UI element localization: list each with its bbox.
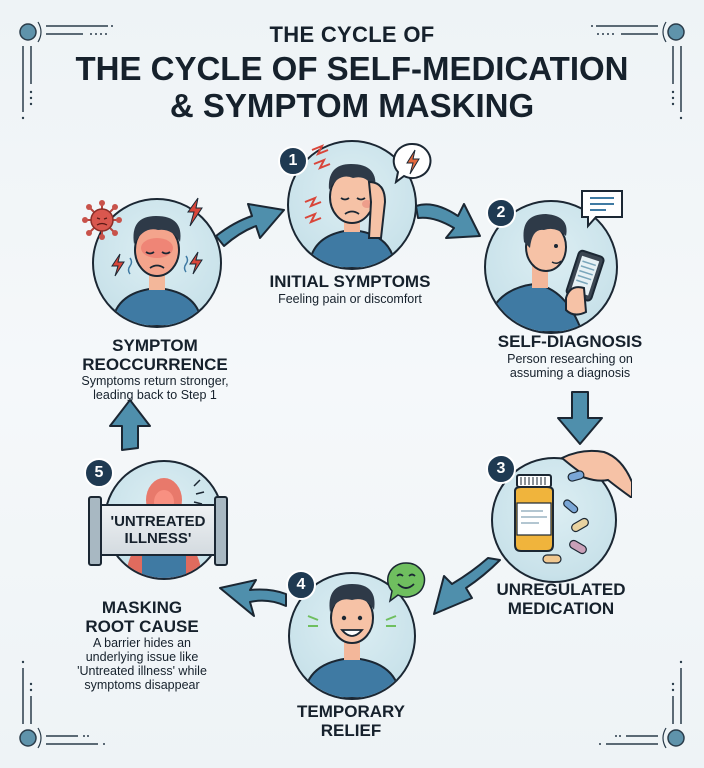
title-line-2: & SYMPTOM MASKING [169, 87, 535, 124]
step-5-title-line: MASKING [101, 598, 183, 617]
lightning-speech-bubble-icon [392, 142, 432, 184]
step-6-description-line: Symptoms return stronger, [81, 374, 229, 388]
step-5-description-line: 'Untreated illness' while [77, 664, 207, 678]
virus-icon [82, 200, 122, 240]
pain-zigzag-icon [311, 144, 331, 170]
arrow-step4-to-step5 [219, 579, 287, 617]
barrier-sign-icon: 'UNTREATED ILLNESS' [88, 496, 228, 566]
step-1-description: Feeling pain or discomfort [278, 292, 422, 306]
arrow-step6-to-step1 [215, 203, 285, 247]
title-line-1: THE CYCLE OF SELF-MEDICATION [75, 50, 629, 87]
headache-person-icon [304, 164, 397, 268]
step-1-number-badge: 1 [278, 146, 308, 176]
step-2-description-line: Person researching on [507, 352, 633, 366]
arrow-step5-to-step6 [109, 399, 151, 451]
corner-ornament-bottom-right [599, 660, 685, 749]
step-4-title-line: RELIEF [320, 721, 382, 740]
arrow-step2-to-step3 [557, 391, 603, 445]
step-4-title-line: TEMPORARY [297, 702, 405, 721]
pill-bottle-icon [514, 474, 589, 564]
step-3-title-line: MEDICATION [507, 599, 615, 618]
step-5-title: MASKING ROOT CAUSE [72, 598, 212, 636]
step-4-title: TEMPORARY RELIEF [276, 702, 426, 740]
arrow-step3-to-step4 [433, 557, 501, 615]
step-2-title: SELF-DIAGNOSIS [497, 332, 643, 351]
corner-ornament-bottom-left [19, 660, 105, 749]
step-3-number-badge: 3 [486, 454, 516, 484]
step-3-title: UNREGULATED MEDICATION [486, 580, 636, 618]
step-5-description-line: underlying issue like [85, 650, 199, 664]
barrier-label-line: 'UNTREATED [110, 513, 206, 530]
step-5-title-line: ROOT CAUSE [85, 617, 199, 636]
smiley-speech-bubble-icon [387, 562, 426, 603]
step-2-description-line: assuming a diagnosis [509, 366, 631, 380]
hand-with-pill-icon [560, 449, 632, 498]
step-1-title: INITIAL SYMPTOMS [269, 272, 431, 291]
title-small: THE CYCLE OF [269, 22, 435, 47]
arrow-step1-to-step2 [415, 203, 481, 239]
step-3-title-line: UNREGULATED [496, 580, 626, 599]
smiling-person-icon [302, 584, 402, 698]
lightning-icon [187, 197, 203, 227]
barrier-label-line: ILLNESS' [124, 530, 192, 547]
step-5-number-badge: 5 [84, 458, 114, 488]
page-title: THE CYCLE OF SELF-MEDICATION & SYMPTOM M… [0, 50, 704, 124]
corner-ornament-top-left [19, 21, 113, 120]
capsules-icon [542, 499, 589, 564]
step-5-description-line: symptoms disappear [84, 678, 200, 692]
step-6-title-line: REOCCURRENCE [82, 355, 228, 374]
step-5-description: A barrier hides an underlying issue like… [62, 636, 222, 692]
lightning-icon [111, 251, 203, 277]
step-4-number-badge: 4 [286, 570, 316, 600]
step-6-title: SYMPTOM REOCCURRENCE [60, 336, 250, 374]
step-2-number-badge: 2 [486, 198, 516, 228]
text-speech-bubble-icon [581, 190, 623, 229]
step-2-description: Person researching on assuming a diagnos… [470, 352, 670, 380]
corner-ornament-top-right [591, 21, 685, 120]
step-6-title-line: SYMPTOM [112, 336, 198, 355]
step-5-description-line: A barrier hides an [93, 636, 191, 650]
step-6-description-line: leading back to Step 1 [93, 388, 217, 402]
step-6-description: Symptoms return stronger, leading back t… [55, 374, 255, 402]
